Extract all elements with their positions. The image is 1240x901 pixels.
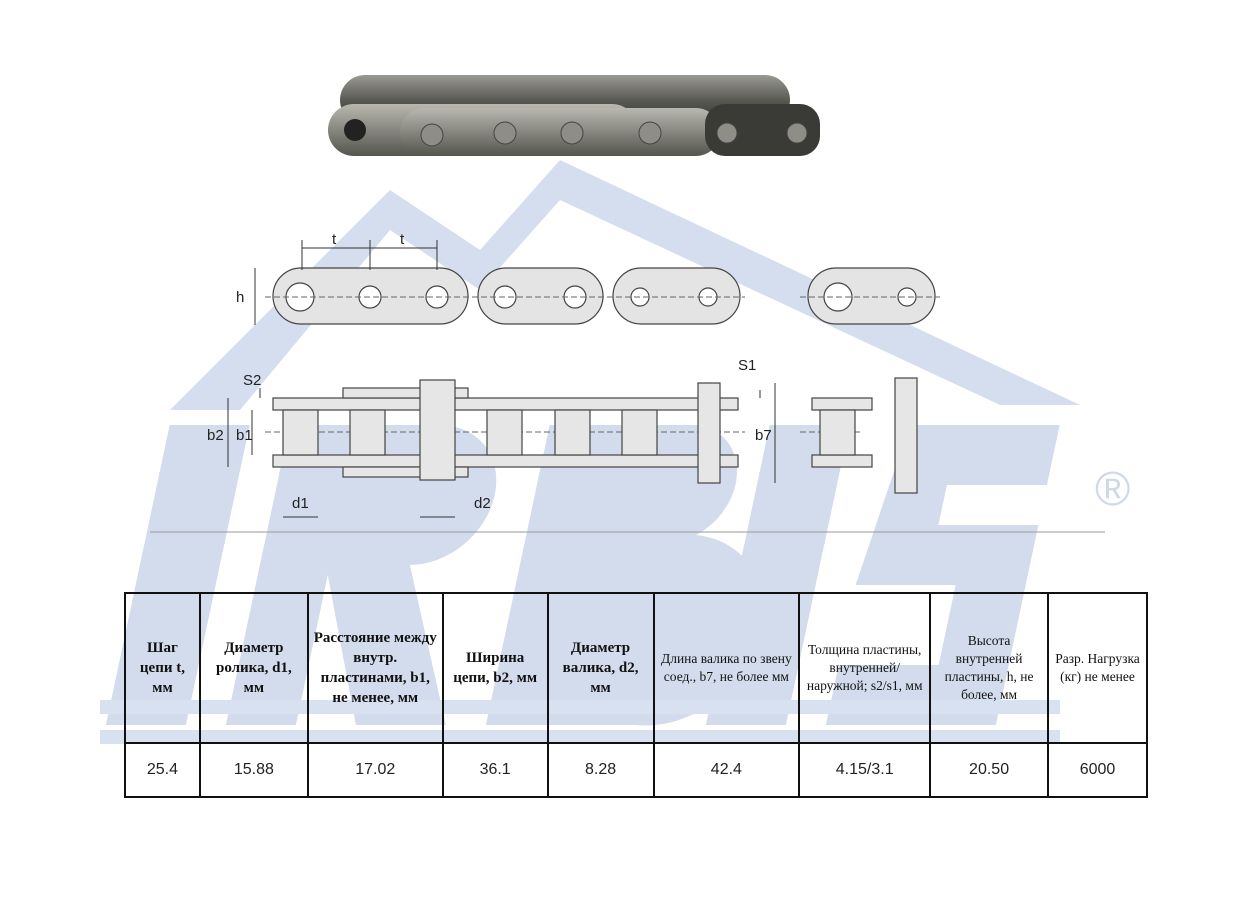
dim-label-t: t xyxy=(332,231,337,248)
header-breaking-load: Разр. Нагрузка (кг) не менее xyxy=(1047,592,1148,744)
cell-plate-height: 20.50 xyxy=(929,742,1050,798)
cell-pitch: 25.4 xyxy=(124,742,201,798)
dim-label-b2: b2 xyxy=(207,427,224,444)
dim-label-d2: d2 xyxy=(474,495,491,512)
cell-chain-width: 36.1 xyxy=(441,742,549,798)
cell-pin-length: 42.4 xyxy=(652,742,801,798)
header-plate-height: Высота внутренней пластины, h, не более,… xyxy=(929,592,1050,744)
table-header-row: Шаг цепи t, мм Диаметр ролика, d1, мм Ра… xyxy=(124,592,1148,744)
cell-roller-diameter: 15.88 xyxy=(198,742,309,798)
header-pin-diameter: Диаметр валика, d2, мм xyxy=(546,592,655,744)
header-plate-thickness: Толщина пластины, внутренней/наружной; s… xyxy=(798,592,932,744)
dim-label-h: h xyxy=(236,289,244,306)
header-pitch: Шаг цепи t, мм xyxy=(124,592,201,744)
header-chain-width: Ширина цепи, b2, мм xyxy=(441,592,549,744)
cell-inner-width: 17.02 xyxy=(306,742,444,798)
cell-plate-thickness: 4.15/3.1 xyxy=(798,742,932,798)
dim-label-s2: S2 xyxy=(243,372,261,389)
header-inner-width: Расстояние между внутр. пластинами, b1, … xyxy=(306,592,444,744)
header-pin-length: Длина валика по звену соед., b7, не боле… xyxy=(652,592,801,744)
dim-label-d1: d1 xyxy=(292,495,309,512)
dim-label-b7: b7 xyxy=(755,427,772,444)
chain-specs-table: Шаг цепи t, мм Диаметр ролика, d1, мм Ра… xyxy=(124,592,1148,798)
dim-label-s1: S1 xyxy=(738,357,756,374)
cell-pin-diameter: 8.28 xyxy=(546,742,655,798)
header-roller-diameter: Диаметр ролика, d1, мм xyxy=(198,592,309,744)
dim-label-b1: b1 xyxy=(236,427,253,444)
table-row: 25.4 15.88 17.02 36.1 8.28 42.4 4.15/3.1… xyxy=(124,742,1148,798)
cell-breaking-load: 6000 xyxy=(1047,742,1148,798)
dim-label-t: t xyxy=(400,231,405,248)
svg-text:®: ® xyxy=(1095,463,1130,516)
